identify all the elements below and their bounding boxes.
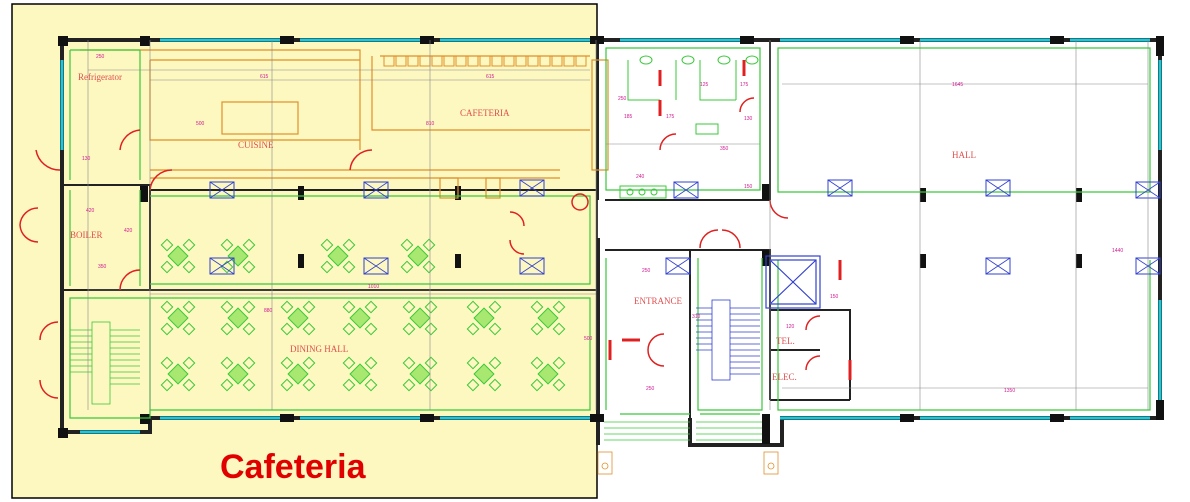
label-refrigerator: Refrigerator (78, 72, 122, 82)
dim-label: 500 (196, 121, 205, 127)
door-leaves (608, 60, 852, 380)
dim-label: 1440 (1112, 248, 1123, 254)
cafeteria-highlight (11, 3, 598, 499)
cafeteria-caption: Cafeteria (220, 448, 367, 486)
dim-label: 240 (636, 174, 645, 180)
label-elec: ELEC. (772, 372, 797, 382)
dim-label: 250 (642, 268, 651, 274)
dim-label: 420 (124, 228, 133, 234)
label-tel: TEL. (776, 336, 795, 346)
dim-label: 150 (744, 184, 753, 190)
dim-label: 810 (426, 121, 435, 127)
toilet-fixtures (619, 55, 759, 199)
label-entrance: ENTRANCE (634, 296, 682, 306)
dim-label: 615 (486, 74, 495, 80)
dim-label: 1350 (1004, 388, 1015, 394)
dim-label: 185 (624, 114, 633, 120)
stairs-right (696, 299, 760, 381)
dim-label: 250 (646, 386, 655, 392)
dim-label: 130 (82, 156, 91, 162)
dim-label: 420 (86, 208, 95, 214)
entrance-steps (597, 421, 779, 475)
dim-label: 500 (584, 336, 593, 342)
elevator-icon (765, 255, 821, 309)
dim-label: 120 (786, 324, 795, 330)
dimension-labels: 250 615 615 500 810 130 420 420 350 1010… (82, 54, 1123, 394)
dim-label: 350 (720, 146, 729, 152)
label-dining-hall: DINING HALL (290, 344, 348, 354)
dim-label: 175 (666, 114, 675, 120)
dim-label: 250 (96, 54, 105, 60)
dim-label: 150 (830, 294, 839, 300)
dim-label: 1010 (368, 284, 379, 290)
stairs-left (70, 321, 140, 405)
dim-label: 130 (744, 116, 753, 122)
dim-label: 615 (260, 74, 269, 80)
label-hall: HALL (952, 150, 976, 160)
dimension-lines (87, 40, 1149, 410)
label-cuisine: CUISINE (238, 140, 274, 150)
room-labels: Refrigerator CUISINE CAFETERIA BOILER DI… (70, 72, 976, 382)
dim-label: 1645 (952, 82, 963, 88)
dim-label: 175 (740, 82, 749, 88)
label-cafeteria: CAFETERIA (460, 108, 510, 118)
dim-label: 310 (692, 314, 701, 320)
windows (60, 38, 1162, 434)
label-boiler: BOILER (70, 230, 103, 240)
dim-label: 125 (700, 82, 709, 88)
dim-label: 250 (618, 96, 627, 102)
dim-label: 350 (98, 264, 107, 270)
green-lines (69, 47, 1151, 419)
dim-label: 880 (264, 308, 273, 314)
lockers (383, 55, 587, 67)
doors (19, 97, 821, 399)
